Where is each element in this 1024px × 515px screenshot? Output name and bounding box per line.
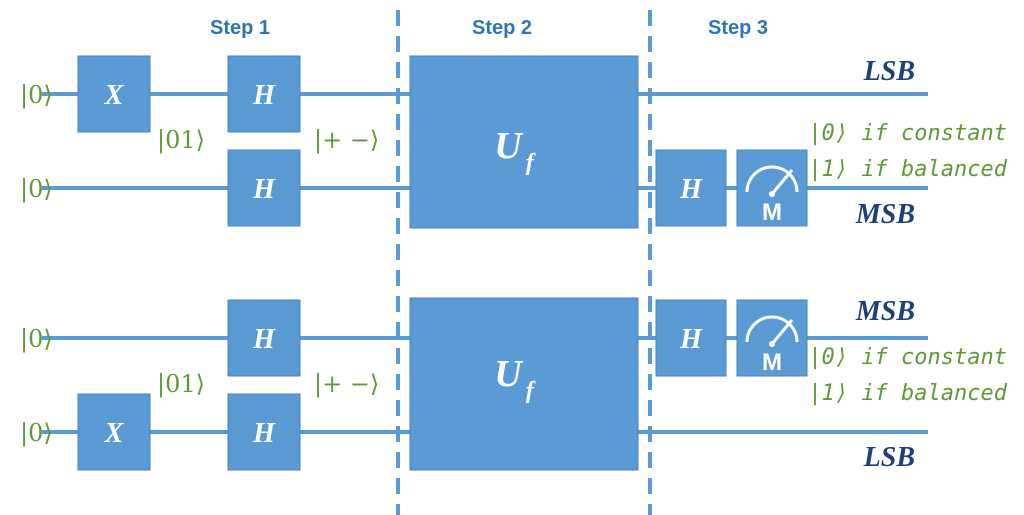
bottom-h-gate-3-label: H: [679, 324, 703, 355]
bottom-h-gate-2-label: H: [252, 418, 276, 449]
top-h-gate-3: [655, 149, 727, 227]
top-h-gate-2: [227, 149, 301, 227]
bottom-measurement-meter: M: [736, 299, 808, 377]
bottom-lsb-label: LSB: [863, 442, 915, 473]
top-input-2: |0⟩: [20, 175, 53, 204]
bottom-msb-label: MSB: [855, 296, 915, 327]
bottom-meter-label: M: [762, 349, 782, 376]
bottom-input-2: |0⟩: [20, 419, 53, 448]
top-oracle-gate: [409, 55, 639, 229]
step-3-label: Step 3: [708, 17, 768, 39]
step-2-label: Step 2: [472, 17, 532, 39]
bottom-h-gate-3: [655, 299, 727, 377]
top-measurement-meter: M: [736, 149, 808, 227]
bottom-h-gate-2: [227, 393, 301, 471]
top-x-gate-label: X: [104, 80, 125, 111]
bottom-input-1: |0⟩: [20, 325, 53, 354]
top-state-after-x: |01⟩: [157, 126, 205, 155]
bottom-result-balanced: |1⟩ if balanced: [808, 381, 1007, 406]
bottom-h-gate-1: [227, 299, 301, 377]
top-input-1: |0⟩: [20, 81, 53, 110]
bottom-oracle-gate: [409, 297, 639, 471]
bottom-h-gate-1-label: H: [252, 324, 276, 355]
top-lsb-label: LSB: [863, 56, 915, 87]
top-state-after-h: |+ −⟩: [314, 126, 379, 155]
bottom-x-gate: [77, 393, 151, 471]
top-result-constant: |0⟩ if constant: [808, 121, 1007, 146]
bottom-state-after-h: |+ −⟩: [314, 370, 379, 399]
bottom-state-after-x: |01⟩: [157, 370, 205, 399]
step-1-label: Step 1: [210, 17, 270, 39]
top-result-balanced: |1⟩ if balanced: [808, 157, 1007, 182]
bottom-result-constant: |0⟩ if constant: [808, 345, 1007, 370]
top-meter-label: M: [762, 199, 782, 226]
top-msb-label: MSB: [855, 199, 915, 230]
bottom-x-gate-label: X: [104, 418, 125, 449]
top-x-gate: [77, 55, 151, 133]
top-h-gate-2-label: H: [252, 174, 276, 205]
top-h-gate-1-label: H: [252, 80, 276, 111]
top-h-gate-3-label: H: [679, 174, 703, 205]
top-h-gate-1: [227, 55, 301, 133]
